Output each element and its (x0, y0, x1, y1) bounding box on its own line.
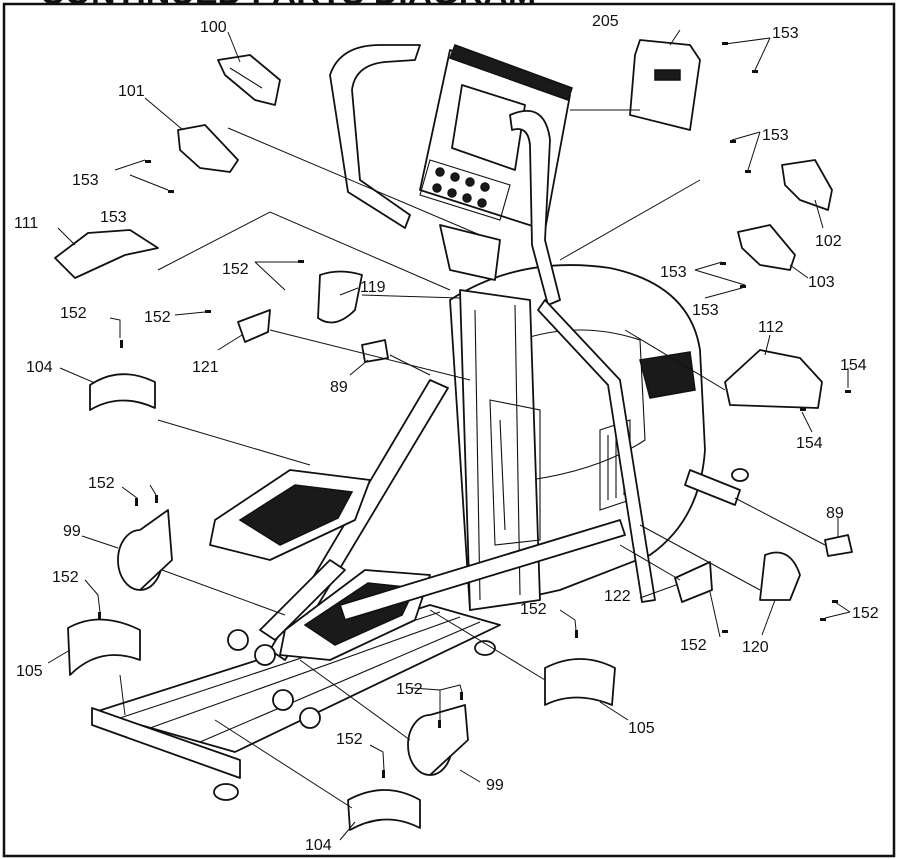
label-205: 205 (592, 13, 619, 30)
part-99-left (117, 509, 173, 591)
label-153: 153 (762, 127, 789, 144)
label-100: 100 (200, 19, 227, 36)
part-120 (759, 551, 801, 601)
part-100 (217, 54, 281, 106)
housing-vent (639, 351, 696, 399)
console-top-bar (449, 44, 573, 101)
leader-lines (47, 29, 851, 841)
label-120: 120 (742, 639, 769, 656)
page-title-fragment: CONTINUED PARTS DIAGRAM (40, 0, 536, 12)
wheel-rear-left (272, 689, 294, 711)
part-111 (54, 229, 159, 279)
label-153: 153 (100, 209, 127, 226)
right-handle-rail (537, 299, 656, 603)
elliptical-machine (91, 44, 749, 801)
part-121 (237, 309, 271, 343)
part-105-left (67, 618, 141, 676)
console-buttons (432, 167, 490, 208)
part-101 (177, 124, 239, 173)
center-mast (459, 289, 541, 611)
rear-stabilizer-foot (731, 468, 749, 482)
label-105: 105 (628, 720, 655, 737)
wheel-front-right (254, 644, 276, 666)
front-pedal-tread (238, 484, 354, 546)
label-122: 122 (604, 588, 631, 605)
label-153: 153 (660, 264, 687, 281)
console-keypad (419, 159, 511, 221)
label-89: 89 (826, 505, 844, 522)
part-205 (629, 39, 701, 131)
base-foot-left (213, 783, 239, 801)
base-foot-right (474, 640, 496, 656)
label-101: 101 (118, 83, 145, 100)
right-arm (509, 110, 561, 306)
label-152: 152 (88, 475, 115, 492)
label-89: 89 (330, 379, 348, 396)
part-104-lower (347, 789, 421, 831)
label-119: 119 (360, 279, 386, 296)
label-102: 102 (815, 233, 842, 250)
part-number-labels: 100 101 153 153 205 153 153 111 102 152 … (14, 13, 879, 854)
console-mount (439, 224, 501, 281)
label-152: 152 (396, 681, 423, 698)
part-99-right (407, 704, 469, 776)
label-154: 154 (796, 435, 823, 452)
part-89-upper (361, 339, 389, 363)
part-103 (737, 224, 796, 271)
label-105: 105 (16, 663, 43, 680)
label-152: 152 (852, 605, 879, 622)
label-104: 104 (26, 359, 53, 376)
label-152: 152 (680, 637, 707, 654)
label-152: 152 (60, 305, 87, 322)
base-crossbar (91, 707, 241, 779)
left-handle (329, 44, 421, 229)
rear-stabilizer (684, 469, 741, 506)
part-89-right (824, 534, 853, 557)
part-102 (781, 159, 833, 211)
label-121: 121 (192, 359, 219, 376)
part-122 (674, 561, 713, 603)
wheel-rear-right (299, 707, 321, 729)
mast-detail (474, 304, 521, 601)
wheel-front-left (227, 629, 249, 651)
label-153: 153 (692, 302, 719, 319)
label-99: 99 (63, 523, 81, 540)
label-152: 152 (52, 569, 79, 586)
console-screen (451, 84, 526, 171)
label-153: 153 (72, 172, 99, 189)
label-103: 103 (808, 274, 835, 291)
part-119 (317, 270, 363, 324)
label-111: 111 (14, 215, 38, 232)
label-152: 152 (222, 261, 249, 278)
label-112: 112 (758, 319, 784, 336)
part-104-upper (89, 373, 156, 411)
part-112 (724, 349, 823, 409)
left-lower-arm (259, 559, 346, 641)
part-105-right (544, 658, 616, 706)
mast-mechanism (489, 399, 541, 546)
label-99: 99 (486, 777, 504, 794)
label-153: 153 (772, 25, 799, 42)
label-152: 152 (336, 731, 363, 748)
pedal-pivot-bar (339, 519, 626, 621)
label-152: 152 (520, 601, 547, 618)
label-152: 152 (144, 309, 171, 326)
label-104: 104 (305, 837, 332, 854)
label-154: 154 (840, 357, 867, 374)
